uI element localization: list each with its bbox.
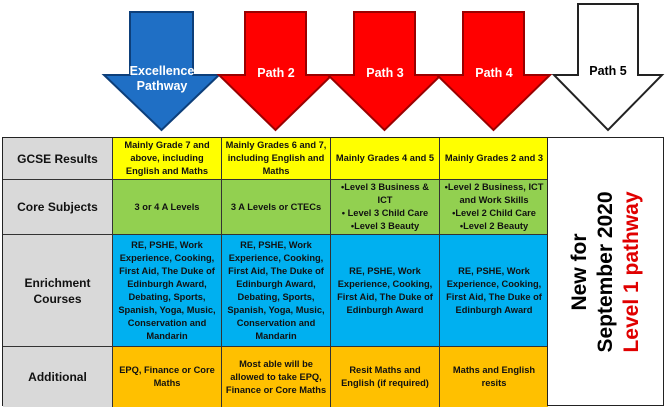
core-cell-path-4: •Level 2 Business, ICT and Work Skills •… — [440, 180, 548, 235]
arrow-path-3 — [325, 11, 444, 132]
row-header-gcse: GCSE Results — [3, 138, 113, 180]
pathway-arrows — [101, 3, 665, 132]
arrow-label-path-3: Path 3 — [366, 66, 404, 80]
core-cell-path-3: •Level 3 Business & ICT • Level 3 Child … — [331, 180, 440, 235]
path-5-panel: New for September 2020 Level 1 pathway — [547, 137, 664, 406]
enrichment-cell-path-4: RE, PSHE, Work Experience, Cooking, Firs… — [440, 235, 548, 347]
additional-cell-excellence: EPQ, Finance or Core Maths — [113, 347, 222, 407]
arrow-label-path-5: Path 5 — [589, 64, 627, 78]
arrow-path-4 — [434, 11, 553, 132]
arrow-label-path-4: Path 4 — [475, 66, 513, 80]
row-header-enrichment: Enrichment Courses — [3, 235, 113, 347]
gcse-cell-excellence: Mainly Grade 7 and above, including Engl… — [113, 138, 222, 180]
enrichment-cell-path-3: RE, PSHE, Work Experience, Cooking, Firs… — [331, 235, 440, 347]
arrow-path-2 — [216, 11, 335, 132]
pathway-table: GCSE Results Mainly Grade 7 and above, i… — [2, 137, 548, 407]
path-5-line-new-for: New for — [567, 233, 591, 311]
arrow-excellence-pathway — [101, 11, 222, 132]
core-cell-excellence: 3 or 4 A Levels — [113, 180, 222, 235]
gcse-cell-path-4: Mainly Grades 2 and 3 — [440, 138, 548, 180]
gcse-cell-path-2: Mainly Grades 6 and 7, including English… — [222, 138, 331, 180]
additional-cell-path-3: Resit Maths and English (if required) — [331, 347, 440, 407]
additional-cell-path-2: Most able will be allowed to take EPQ, F… — [222, 347, 331, 407]
row-header-core: Core Subjects — [3, 180, 113, 235]
arrow-label-excellence-line1: Excellence — [129, 64, 195, 78]
arrow-path-5 — [551, 3, 665, 132]
arrow-label-excellence-line2: Pathway — [136, 79, 188, 93]
path-5-announcement: New for September 2020 Level 1 pathway — [567, 191, 645, 352]
gcse-cell-path-3: Mainly Grades 4 and 5 — [331, 138, 440, 180]
arrow-label-excellence: Excellence Pathway — [120, 64, 204, 94]
additional-cell-path-4: Maths and English resits — [440, 347, 548, 407]
enrichment-cell-excellence: RE, PSHE, Work Experience, Cooking, Firs… — [113, 235, 222, 347]
path-5-line-level-1: Level 1 pathway — [619, 190, 643, 353]
arrow-label-path-2: Path 2 — [257, 66, 295, 80]
enrichment-cell-path-2: RE, PSHE, Work Experience, Cooking, Firs… — [222, 235, 331, 347]
core-cell-path-2: 3 A Levels or CTECs — [222, 180, 331, 235]
row-header-additional: Additional — [3, 347, 113, 407]
path-5-line-september: September 2020 — [593, 190, 617, 353]
